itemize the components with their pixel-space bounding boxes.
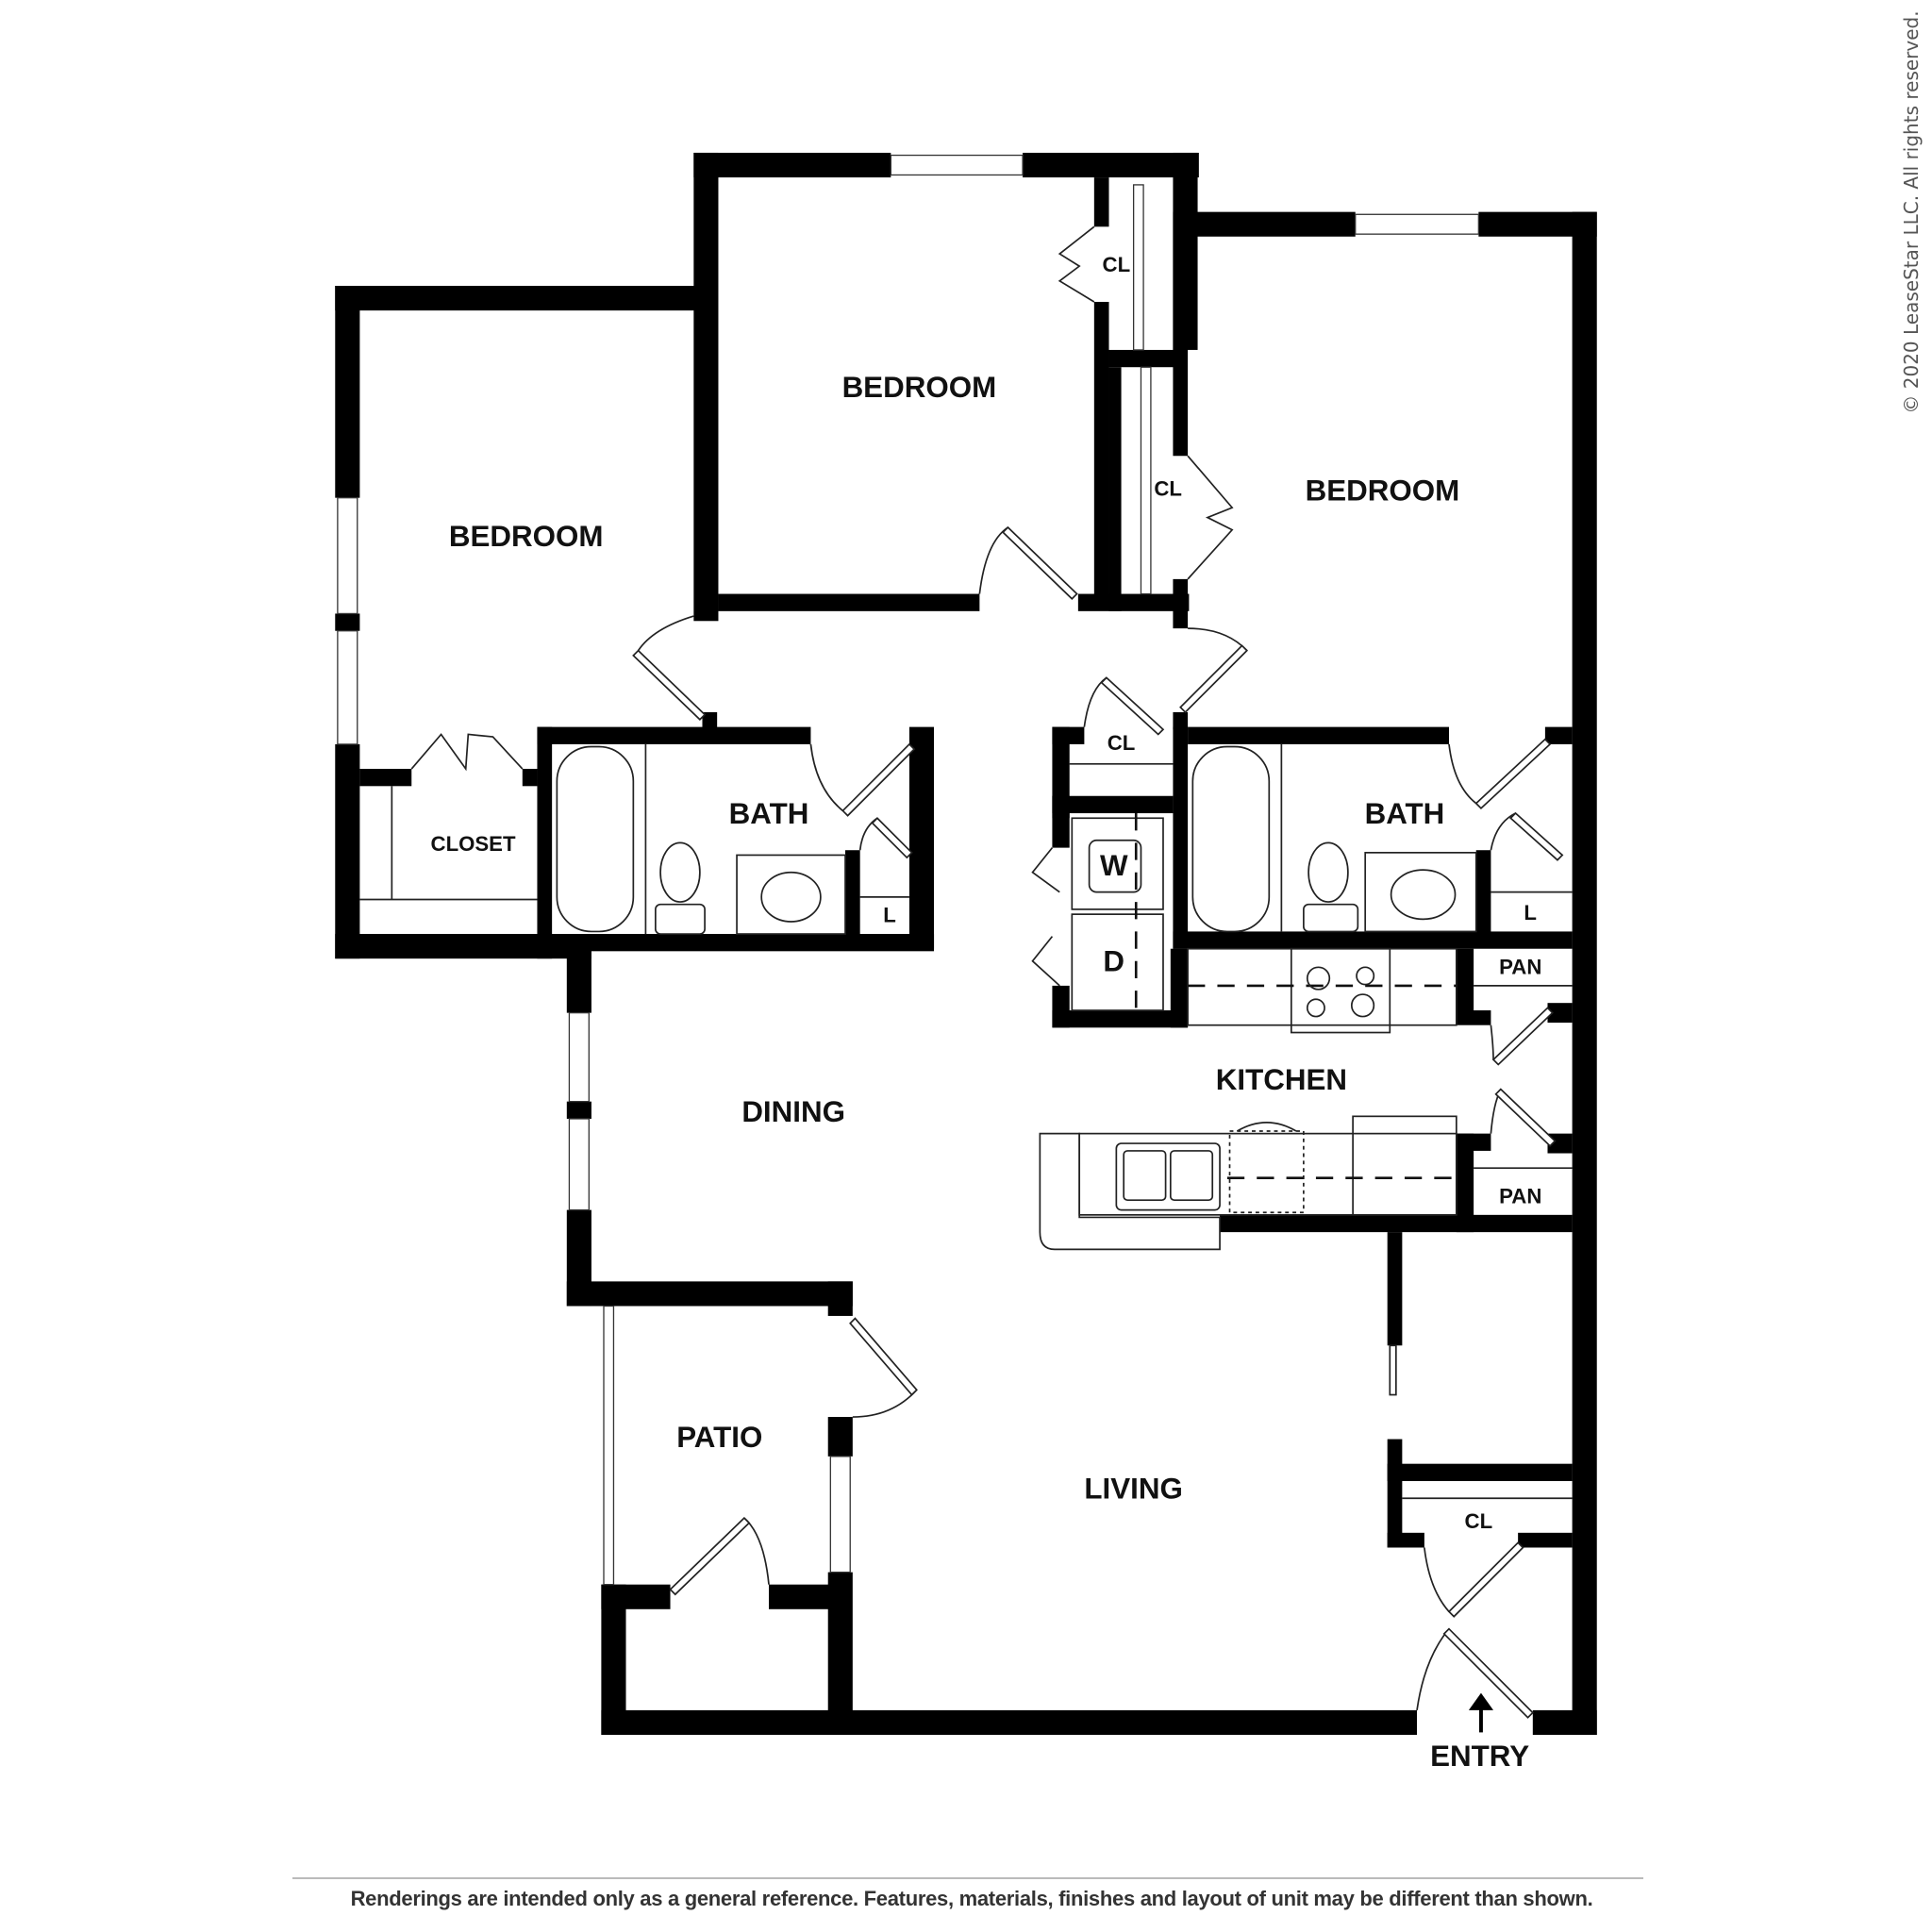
room-label-closet-middle: CL (1103, 253, 1131, 276)
room-label-closet-hall: CL (1108, 731, 1136, 755)
disclaimer-text: Renderings are intended only as a genera… (350, 1887, 1593, 1910)
double-sink-icon (1115, 1142, 1221, 1211)
divider (292, 1877, 1643, 1879)
copyright-text: © 2020 LeaseStar LLC. All rights reserve… (1900, 10, 1923, 414)
room-label-bedroom-right: BEDROOM (1306, 475, 1460, 508)
doors (410, 225, 1564, 1719)
walls (335, 152, 1597, 1736)
room-label-pantry-top: PAN (1499, 955, 1541, 978)
room-label-entry: ENTRY (1430, 1740, 1529, 1773)
sink-icon (760, 871, 822, 923)
room-label-pantry-bottom: PAN (1499, 1184, 1541, 1208)
room-label-dining: DINING (741, 1095, 845, 1128)
room-label-closet-entry: CL (1465, 1509, 1493, 1533)
room-label-closet: CLOSET (431, 832, 516, 856)
room-label-linen-right: L (1524, 901, 1537, 924)
room-label-bedroom-left: BEDROOM (449, 520, 604, 553)
room-labels: BEDROOM BEDROOM BEDROOM CLOSET BATH BATH… (431, 253, 1542, 1773)
toilet-icon (659, 841, 701, 903)
windows (337, 154, 1479, 1586)
fixtures (359, 743, 1573, 1733)
room-label-patio: PATIO (676, 1421, 762, 1454)
copyright-notice: © 2020 LeaseStar LLC. All rights reserve… (1898, 0, 1924, 425)
dryer-label: D (1103, 945, 1124, 978)
washer-label: W (1100, 849, 1128, 882)
room-label-bath-right: BATH (1365, 797, 1445, 830)
fridge-icon (1352, 1115, 1457, 1216)
room-label-bath-left: BATH (729, 797, 809, 830)
burner-icon (1306, 966, 1331, 991)
room-label-bedroom-middle: BEDROOM (842, 371, 997, 404)
room-label-linen-left: L (883, 904, 896, 927)
room-label-closet-right: CL (1154, 477, 1182, 501)
room-label-living: LIVING (1084, 1473, 1182, 1506)
room-label-kitchen: KITCHEN (1216, 1063, 1347, 1096)
